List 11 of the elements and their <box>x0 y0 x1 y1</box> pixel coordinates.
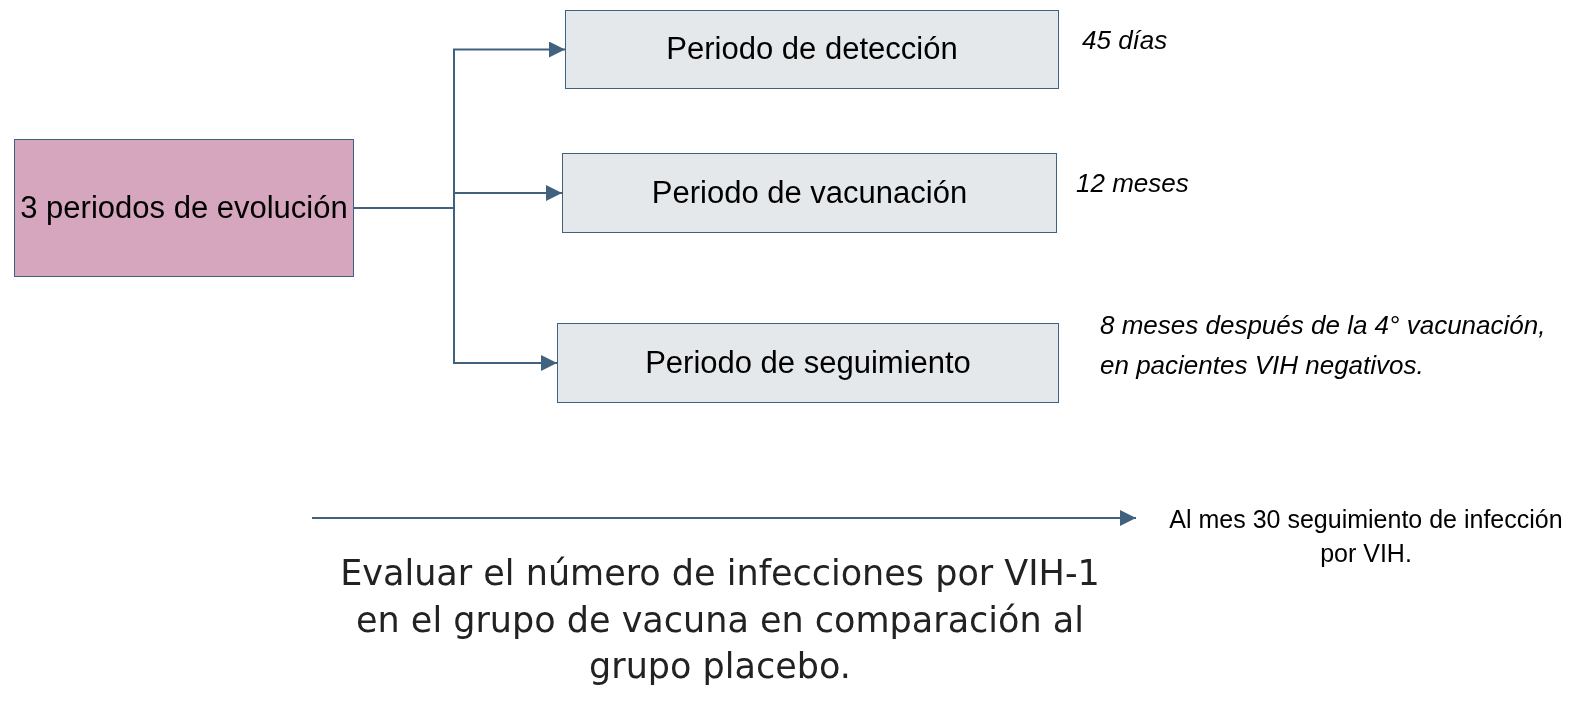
duration-text: 8 meses después de la 4° vacunación, en pacientes VIH negativos. <box>1100 309 1547 383</box>
note-text: Evaluar el número de infecciones por VIH-1 en el grupo de vacuna en comparación al grupo placebo. <box>339 552 1101 689</box>
duration-text: 12 meses <box>1076 167 1190 200</box>
process-box: Periodo de vacunación <box>562 153 1057 233</box>
process-box: Periodo de seguimiento <box>557 323 1059 403</box>
process-box: Periodo de detección <box>565 10 1059 89</box>
note-text: Al mes 30 seguimiento de infección por VIH. <box>1160 492 1572 582</box>
duration-text: 45 días <box>1082 24 1169 57</box>
process-box: 3 periodos de evolución <box>14 139 354 277</box>
arrow <box>311 510 1137 526</box>
arrow <box>353 207 558 371</box>
